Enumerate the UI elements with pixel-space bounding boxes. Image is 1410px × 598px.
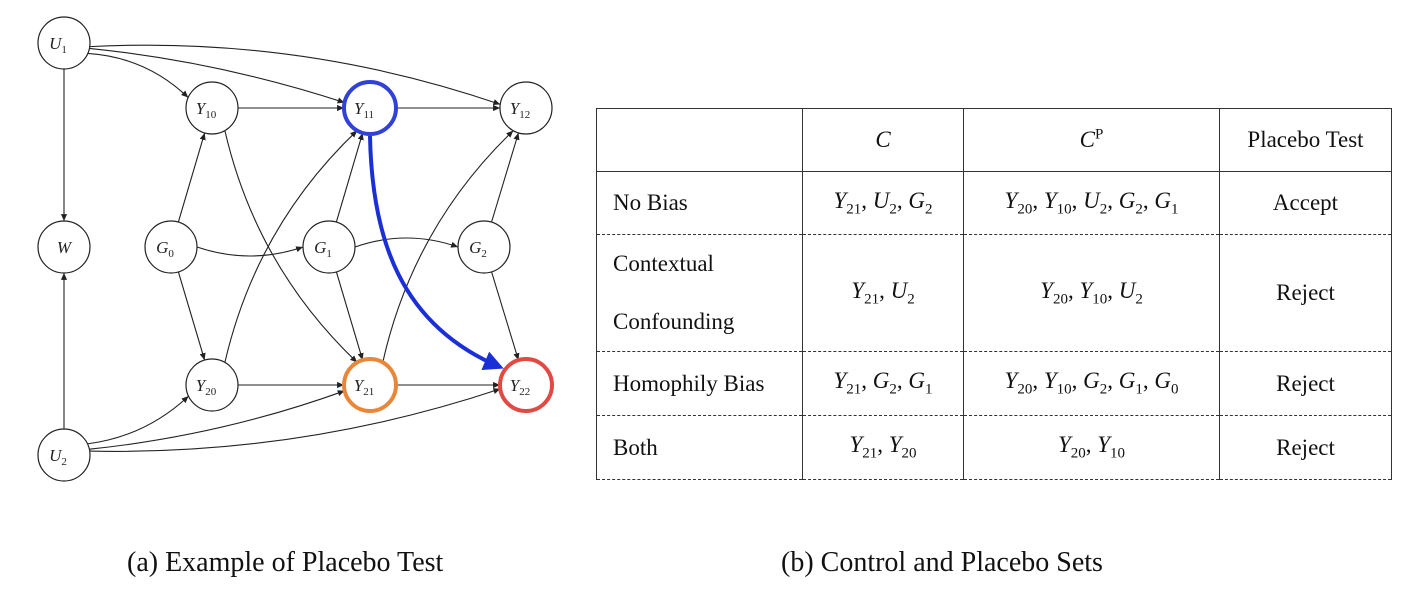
highlighted-edge-y11-y22 [368,135,504,371]
node-y21: Y21 [342,357,398,413]
node-y12: Y12 [499,81,553,135]
edge-Y10-Y21 [224,130,358,363]
table-header-row: C CP Placebo Test [596,108,1392,172]
edge-G2-Y12 [490,132,520,223]
placebo-result: Accept [1219,171,1392,235]
edge-G0-Y10 [177,132,206,223]
placebo-result: Reject [1219,234,1392,352]
edge-U2-Y20 [87,395,189,445]
header-empty [596,108,803,172]
edge-U2-Y21 [89,390,345,450]
edge-Y20-Y11 [224,130,358,363]
table-row: Homophily Bias Y21, G2, G1 Y20, Y10, G2,… [596,351,1392,416]
node-g2: G2 [457,220,511,274]
node-y11: Y11 [342,80,398,136]
header-cp: CP [963,108,1220,172]
placebo-set: Y20, Y10, U2, G2, G1 [963,171,1220,235]
caption-b: (b) Control and Placebo Sets [781,547,1103,578]
edge-G1-G2 [354,237,459,248]
placebo-result: Reject [1219,351,1392,416]
edge-G0-G1 [196,246,304,257]
edge-G2-Y22 [491,271,520,361]
edge-U1-Y12 [89,44,501,106]
edge-U1-Y11 [89,47,345,104]
node-y10: Y10 [185,81,239,135]
edge-G1-Y11 [335,132,364,223]
table-row: No Bias Y21, U2, G2 Y20, Y10, U2, G2, G1… [596,171,1392,235]
edge-U1-Y10 [87,52,189,98]
edge-U2-Y22 [89,388,501,452]
row-name: Both [596,415,803,480]
node-g1: G1 [302,220,356,274]
row-name: No Bias [596,171,803,235]
control-placebo-table: C CP Placebo Test No Bias Y21, U2, G2 Y2… [596,108,1392,480]
placebo-result: Reject [1219,415,1392,480]
placebo-set: Y20, Y10, G2, G1, G0 [963,351,1220,416]
placebo-set: Y20, Y10 [963,415,1220,480]
header-c: C [802,108,964,172]
node-u1: U1 [37,16,91,70]
control-set: Y21, U2, G2 [802,171,964,235]
control-set: Y21, G2, G1 [802,351,964,416]
edge-G0-Y20 [177,271,206,361]
edge-Y21-Y12 [382,130,514,363]
control-set: Y21, Y20 [802,415,964,480]
dag-edges [60,44,520,452]
node-label: W [57,238,73,257]
header-placebo-test: Placebo Test [1219,108,1392,172]
edge-G1-Y21 [335,271,364,361]
node-y20: Y20 [185,358,239,412]
node-w: W [37,220,91,274]
caption-a: (a) Example of Placebo Test [127,547,444,578]
node-g0: G0 [144,220,198,274]
node-u2: U2 [37,428,91,482]
control-set: Y21, U2 [802,234,964,352]
placebo-set: Y20, Y10, U2 [963,234,1220,352]
row-name: Homophily Bias [596,351,803,416]
node-y22: Y22 [498,357,554,413]
table-row: Both Y21, Y20 Y20, Y10 Reject [596,415,1392,480]
